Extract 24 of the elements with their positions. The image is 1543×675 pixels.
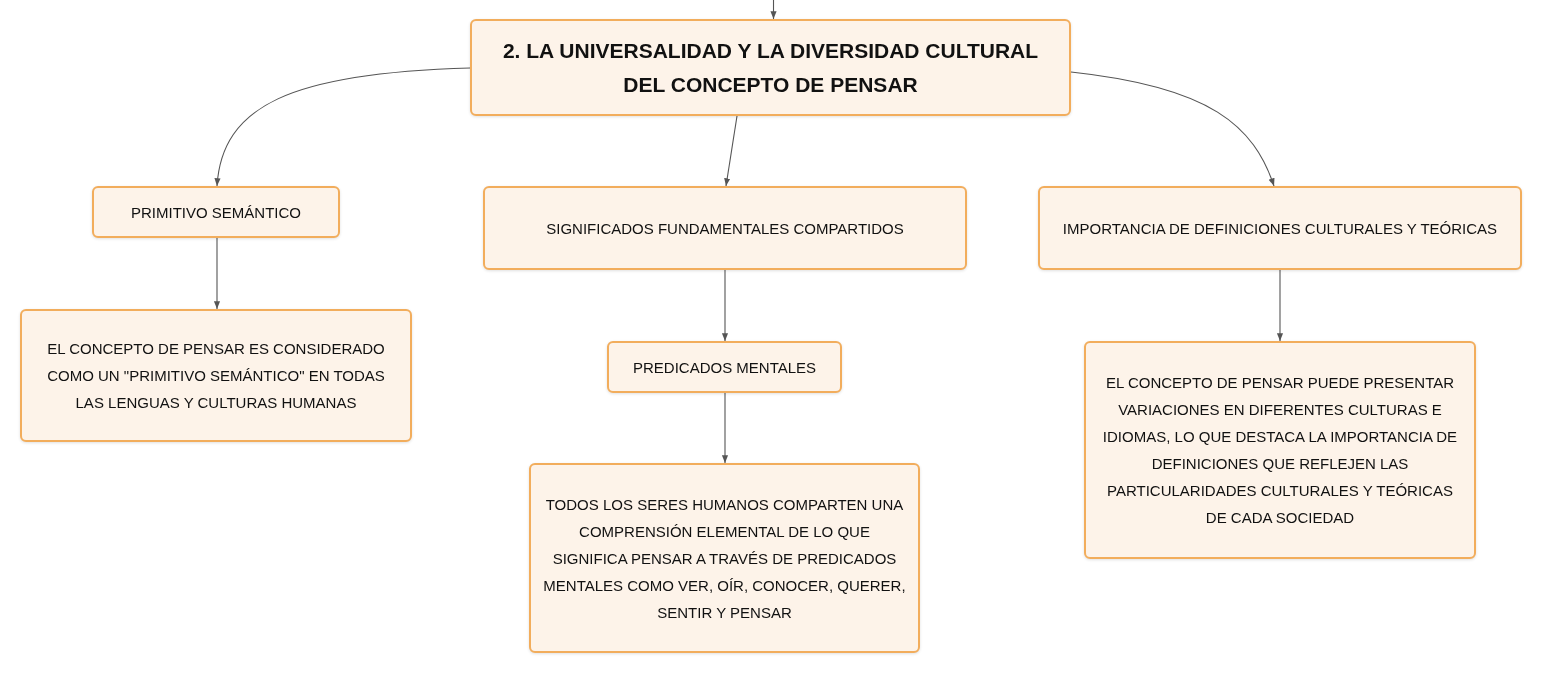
node-text: EL CONCEPTO DE PENSAR ES CONSIDERADO COMO UN "PRIMITIVO SEMÁNTICO" EN TODAS LAS LENGUAS Y CULTURAS HUMANAS bbox=[46, 339, 386, 413]
concept-box bbox=[1038, 186, 1522, 270]
node-text: PRIMITIVO SEMÁNTICO bbox=[131, 202, 301, 223]
arrow bbox=[770, 0, 777, 20]
concept-box bbox=[607, 341, 842, 393]
node-text: PREDICADOS MENTALES bbox=[632, 357, 817, 378]
title-box bbox=[470, 19, 1071, 116]
arrow bbox=[215, 67, 471, 187]
arrow bbox=[213, 237, 221, 310]
concept-box bbox=[1084, 341, 1476, 559]
arrow bbox=[721, 269, 729, 342]
concept-box bbox=[483, 186, 967, 270]
arrow bbox=[1276, 269, 1284, 342]
node-text: TODOS LOS SERES HUMANOS COMPARTEN UNA COMPRENSIÓN ELEMENTAL DE LO QUE SIGNIFICA PENSAR A TRAVÉS DE PREDICADOS MENTALES COMO VER, OÍR, CONOCER, QUERER, SENTIR Y PENSAR bbox=[542, 494, 907, 623]
node-text: IMPORTANCIA DE DEFINICIONES CULTURALES Y TEÓRICAS bbox=[1062, 218, 1498, 239]
node-text: 2. LA UNIVERSALIDAD Y LA DIVERSIDAD CULTURAL DEL CONCEPTO DE PENSAR bbox=[501, 37, 1040, 98]
arrow bbox=[721, 392, 729, 464]
concept-box bbox=[20, 309, 412, 442]
node-text: SIGNIFICADOS FUNDAMENTALES COMPARTIDOS bbox=[546, 218, 904, 239]
arrow bbox=[724, 115, 738, 187]
node-text: EL CONCEPTO DE PENSAR PUEDE PRESENTAR VARIACIONES EN DIFERENTES CULTURAS E IDIOMAS, LO QUE DESTACA LA IMPORTANCIA DE DEFINICIONES QUE REFLEJEN LAS PARTICULARIDADES CULTURALES Y TEÓRICAS DE CADA SOCIEDAD bbox=[1101, 373, 1459, 528]
arrow bbox=[1070, 71, 1275, 187]
concept-box bbox=[92, 186, 340, 238]
concept-box bbox=[529, 463, 920, 653]
